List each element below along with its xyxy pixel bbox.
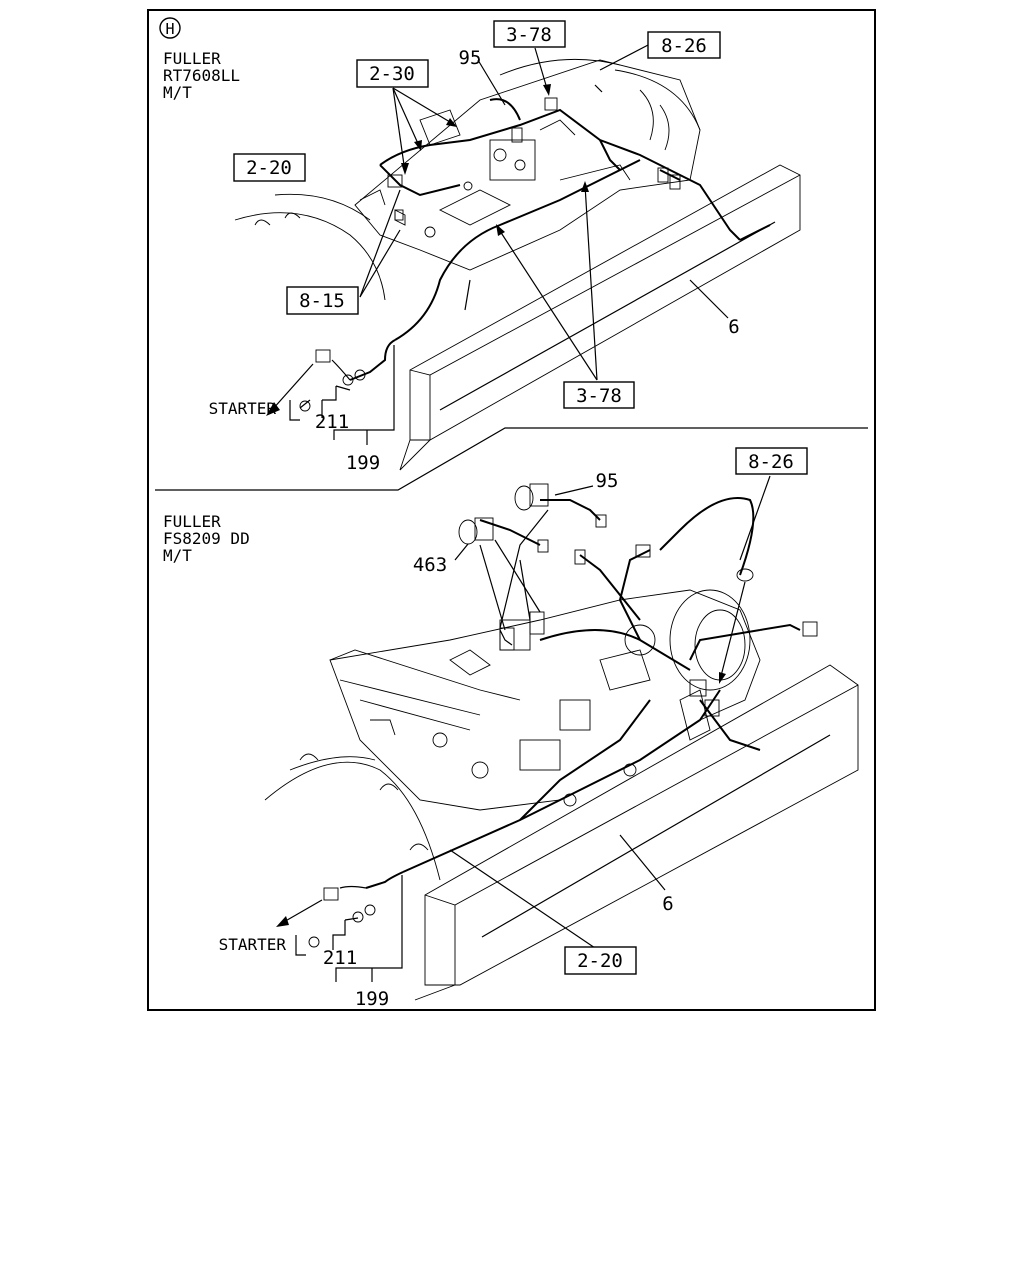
bottom-flywheel-housing bbox=[264, 753, 441, 881]
top-part-199: 199 bbox=[346, 452, 380, 474]
top-ref-3-78-a: 3-78 bbox=[493, 20, 566, 48]
svg-text:3-78: 3-78 bbox=[576, 385, 622, 407]
top-leader-lines bbox=[289, 43, 729, 445]
top-ref-8-26: 8-26 bbox=[647, 31, 721, 59]
bottom-sensor-95 bbox=[514, 483, 549, 511]
bottom-sensor-installed bbox=[499, 611, 545, 651]
svg-text:8-26: 8-26 bbox=[748, 451, 794, 473]
top-flywheel-housing bbox=[234, 193, 386, 301]
svg-text:8-15: 8-15 bbox=[299, 290, 345, 312]
bottom-ref-2-20: 2-20 bbox=[564, 946, 637, 975]
svg-text:8-26: 8-26 bbox=[661, 35, 707, 57]
bottom-panel: FULLER FS8209 DD M/T bbox=[163, 447, 859, 1010]
bottom-frame-rail bbox=[414, 664, 859, 1001]
svg-text:2-20: 2-20 bbox=[577, 950, 623, 972]
bottom-model-line2: FS8209 DD bbox=[163, 529, 250, 548]
top-part-211: 211 bbox=[315, 411, 349, 433]
top-ref-8-15: 8-15 bbox=[286, 286, 359, 315]
top-panel: FULLER RT7608LL M/T bbox=[163, 20, 801, 474]
top-transmission bbox=[354, 58, 701, 271]
bottom-starter-lead bbox=[276, 871, 404, 948]
section-marker-letter: H bbox=[165, 20, 174, 38]
bottom-ref-8-26: 8-26 bbox=[735, 447, 808, 475]
svg-text:2-30: 2-30 bbox=[369, 63, 415, 85]
bottom-part-95: 95 bbox=[596, 470, 619, 492]
bottom-starter-label: STARTER bbox=[219, 935, 287, 954]
top-part-6: 6 bbox=[728, 316, 739, 338]
top-ref-2-20: 2-20 bbox=[233, 153, 306, 182]
top-part-95: 95 bbox=[459, 47, 482, 69]
bottom-leader-lines bbox=[295, 475, 771, 982]
top-starter-lead bbox=[266, 339, 396, 416]
bottom-model-line3: M/T bbox=[163, 546, 192, 565]
svg-text:3-78: 3-78 bbox=[506, 24, 552, 46]
bottom-wire-harness bbox=[402, 497, 818, 873]
top-ref-2-30: 2-30 bbox=[356, 59, 429, 88]
section-marker: H bbox=[159, 17, 181, 39]
top-starter-label: STARTER bbox=[209, 399, 277, 418]
top-ref-3-78-b: 3-78 bbox=[563, 381, 635, 409]
panel-divider bbox=[155, 427, 868, 491]
top-model-line2: RT7608LL bbox=[163, 66, 240, 85]
bottom-transmission bbox=[329, 589, 761, 811]
top-model-line3: M/T bbox=[163, 83, 192, 102]
bottom-part-6: 6 bbox=[662, 893, 673, 915]
top-frame-rail bbox=[399, 164, 801, 471]
svg-text:2-20: 2-20 bbox=[246, 157, 292, 179]
bottom-part-463: 463 bbox=[413, 554, 447, 576]
diagram-frame bbox=[147, 9, 876, 1011]
bottom-part-199: 199 bbox=[355, 988, 389, 1010]
bottom-part-211: 211 bbox=[323, 947, 357, 969]
bottom-model-line1: FULLER bbox=[163, 512, 221, 531]
top-model-line1: FULLER bbox=[163, 49, 221, 68]
